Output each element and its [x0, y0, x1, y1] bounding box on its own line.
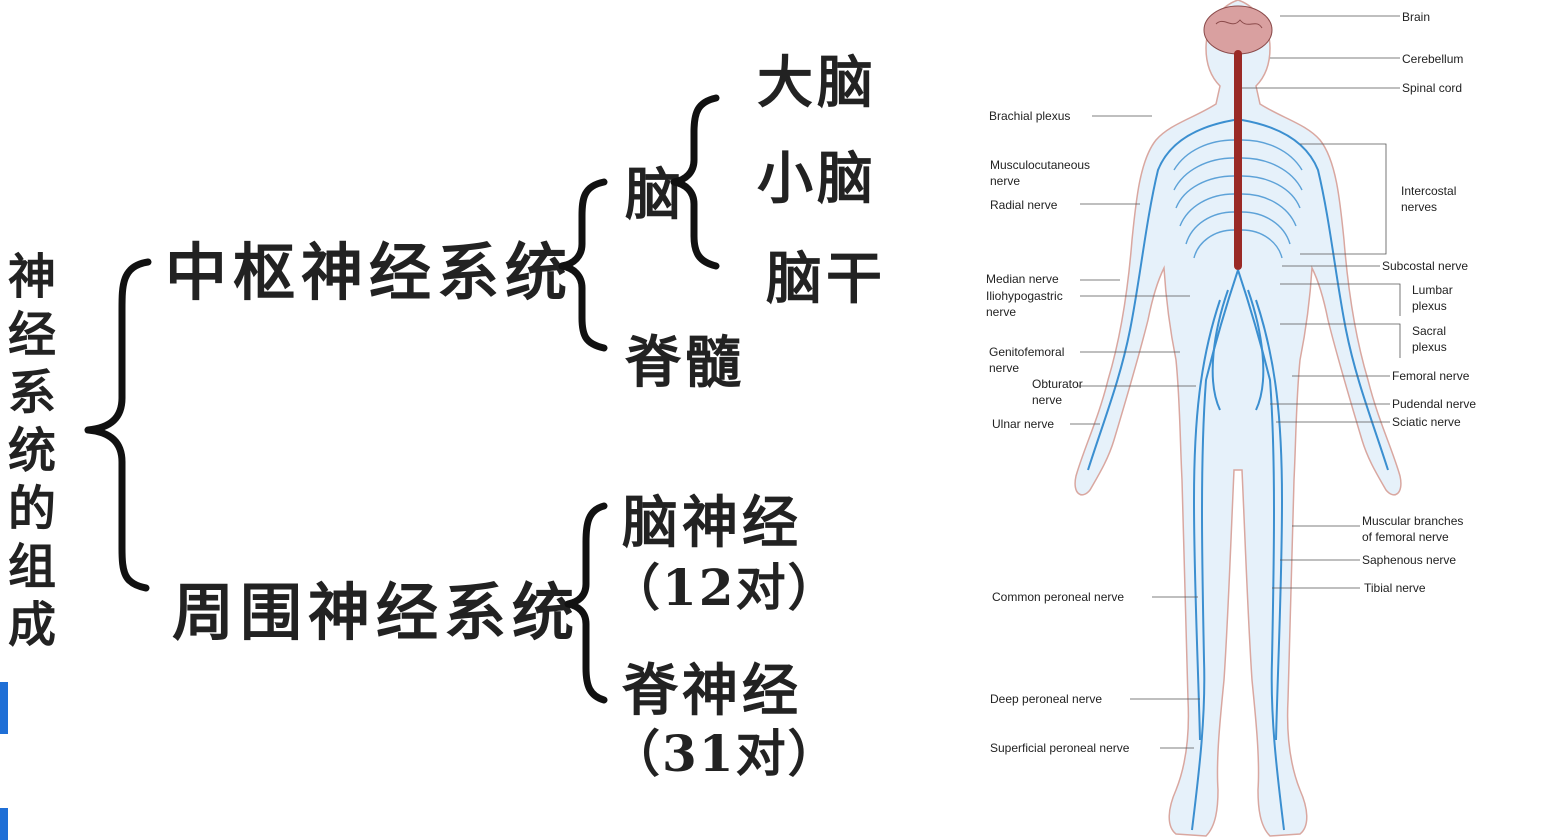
edge-marker-top [0, 682, 8, 734]
cranial-nerves-count: （12对） [610, 558, 840, 617]
spinal-cord-shape [1234, 50, 1242, 270]
leader-lines [1070, 15, 1401, 749]
brainstem-label: 脑干 [766, 246, 886, 312]
label-spinal-cord: Spinal cord [1402, 81, 1463, 95]
cranial-nerves-label: 脑神经 [622, 490, 802, 556]
label-muscular-branches-femoral: Muscular branches of femoral nerve [1362, 514, 1464, 544]
edge-marker-bottom [0, 808, 8, 840]
label-lumbar-plexus: Lumbar plexus [1412, 283, 1453, 313]
label-median-nerve: Median nerve [986, 272, 1059, 286]
label-tibial-nerve: Tibial nerve [1364, 581, 1426, 595]
cerebellum-label: 小脑 [757, 146, 877, 212]
label-obturator-nerve: Obturator nerve [1032, 377, 1083, 407]
root-title: 神经系统的组成 [8, 249, 57, 653]
label-intercostal-nerves: Intercostal nerves [1401, 184, 1457, 214]
label-subcostal-nerve: Subcostal nerve [1382, 259, 1469, 273]
brace-root [84, 258, 152, 592]
peripheral-nerves-shape [1087, 119, 1389, 831]
central-nervous-system-label: 中枢神经系统 [165, 236, 574, 309]
label-superficial-peroneal-nerve: Superficial peroneal nerve [990, 741, 1130, 755]
label-sciatic-nerve: Sciatic nerve [1392, 415, 1461, 429]
label-saphenous-nerve: Saphenous nerve [1362, 553, 1457, 567]
spinal-nerves-count: （31对） [610, 724, 840, 783]
label-cerebellum: Cerebellum [1402, 52, 1464, 66]
label-musculocutaneous-nerve: Musculocutaneous nerve [990, 158, 1091, 188]
label-common-peroneal-nerve: Common peroneal nerve [992, 590, 1125, 604]
brain-label: 脑 [625, 162, 685, 228]
label-deep-peroneal-nerve: Deep peroneal nerve [990, 692, 1103, 706]
label-pudendal-nerve: Pudendal nerve [1392, 397, 1477, 411]
spinal-nerves-label: 脊神经 [622, 658, 802, 724]
peripheral-nervous-system-label: 周围神经系统 [172, 576, 581, 649]
label-brain: Brain [1402, 10, 1431, 24]
label-genitofemoral-nerve: Genitofemoral nerve [989, 345, 1065, 375]
label-iliohypogastric-nerve: Iliohypogastric nerve [986, 289, 1063, 319]
label-femoral-nerve: Femoral nerve [1392, 369, 1470, 383]
nervous-system-figure: Brachial plexus Musculocutaneous nerve R… [980, 0, 1520, 840]
label-radial-nerve: Radial nerve [990, 198, 1058, 212]
intercostal-nerves-shape [1173, 139, 1303, 259]
cerebrum-label: 大脑 [757, 50, 877, 116]
spinal-cord-label: 脊髓 [625, 330, 745, 396]
body-outline [1074, 0, 1402, 837]
body-illustration [1070, 0, 1402, 837]
label-ulnar-nerve: Ulnar nerve [992, 417, 1055, 431]
brain-shape [1203, 5, 1273, 55]
label-brachial-plexus: Brachial plexus [989, 109, 1071, 123]
label-sacral-plexus: Sacral plexus [1412, 324, 1447, 354]
